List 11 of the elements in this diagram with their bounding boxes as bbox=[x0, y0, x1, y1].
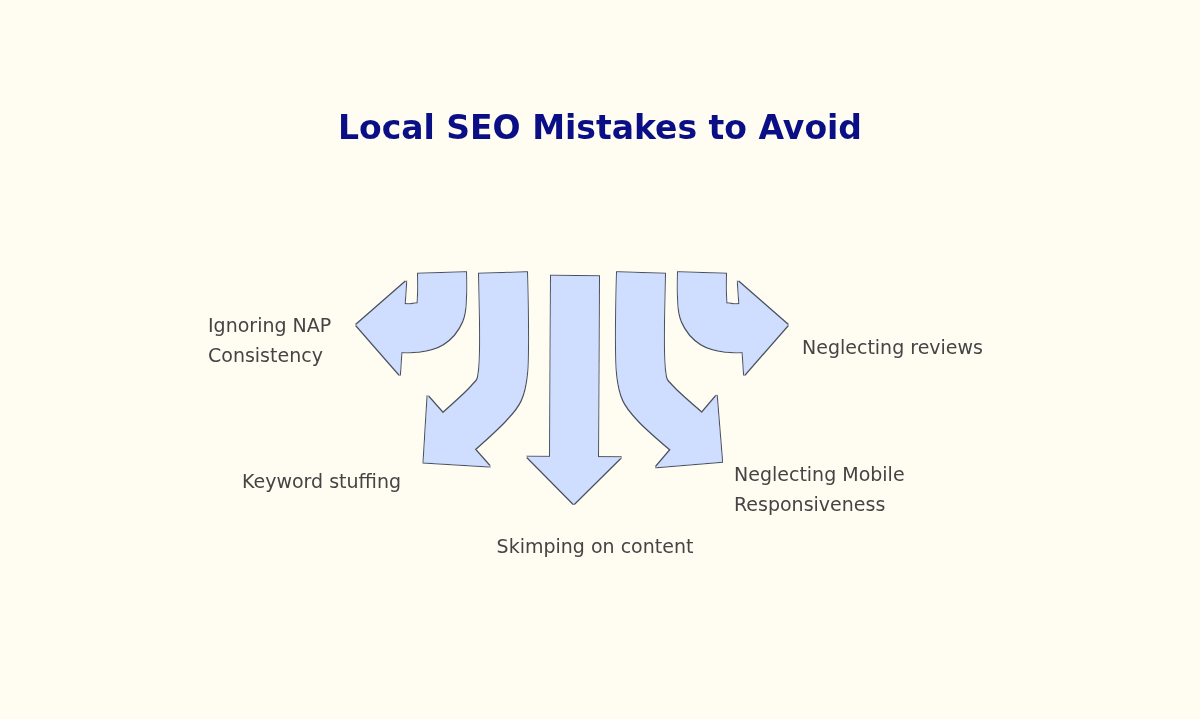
title: Local SEO Mistakes to Avoid bbox=[337, 108, 863, 147]
mistake-label: Neglecting Mobile Responsiveness bbox=[734, 459, 924, 519]
mistake-label: Neglecting reviews bbox=[802, 332, 983, 362]
block-arrow bbox=[356, 272, 467, 375]
mistake-label: Ignoring NAP Consistency bbox=[208, 310, 398, 370]
block-arrow bbox=[677, 272, 788, 375]
mistake-label: Skimping on content bbox=[440, 531, 750, 561]
block-arrow bbox=[616, 272, 722, 468]
block-arrow bbox=[423, 272, 528, 467]
mistake-label: Keyword stuffing bbox=[242, 466, 402, 496]
block-arrow bbox=[527, 275, 621, 504]
